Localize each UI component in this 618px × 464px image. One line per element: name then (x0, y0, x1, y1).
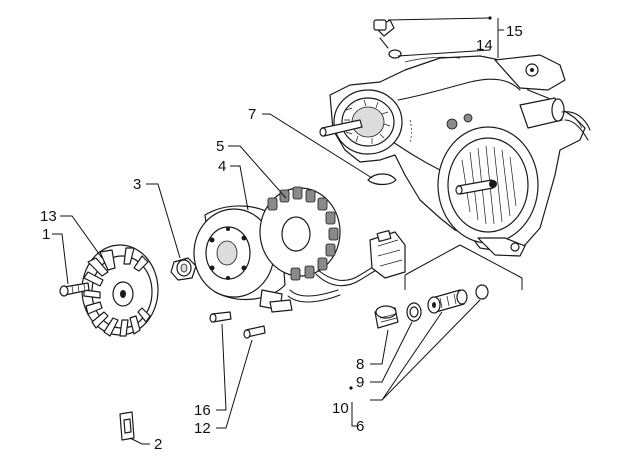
callout-8: 8 (356, 356, 364, 373)
wiring-connector (369, 229, 406, 279)
callout-labels: 15 14 7 5 4 3 13 1 8 9 10 6 16 12 2 (40, 23, 523, 453)
callout-6: 6 (356, 418, 364, 435)
stud-bolt-lower (243, 325, 266, 339)
callout-4: 4 (218, 158, 226, 175)
flywheel-bolt (59, 282, 90, 297)
callout-12: 12 (194, 420, 211, 437)
stud-bolt-upper (209, 311, 232, 323)
spring-clip (119, 411, 135, 441)
callout-5: 5 (216, 138, 224, 155)
leader-lines (52, 16, 504, 445)
callout-7: 7 (248, 106, 256, 123)
stator (259, 186, 393, 313)
group-bracket-lines (404, 244, 523, 290)
o-ring (475, 284, 489, 300)
callout-3: 3 (133, 176, 141, 193)
flywheel-fan (81, 244, 159, 337)
half-moon-key (367, 173, 397, 186)
nut (170, 257, 197, 281)
callout-1: 1 (42, 226, 50, 243)
sensor-assembly (373, 19, 402, 59)
callout-9: 9 (356, 374, 364, 391)
callout-16: 16 (194, 402, 211, 419)
callout-15: 15 (506, 23, 523, 40)
fan-cover (437, 126, 539, 257)
callout-14: 14 (476, 37, 493, 54)
washer (406, 302, 422, 322)
drain-plug (374, 305, 399, 329)
callout-10: 10 (332, 400, 349, 417)
callout-13: 13 (40, 208, 57, 225)
oil-filter-screen (427, 289, 468, 314)
callout-2: 2 (154, 436, 162, 453)
